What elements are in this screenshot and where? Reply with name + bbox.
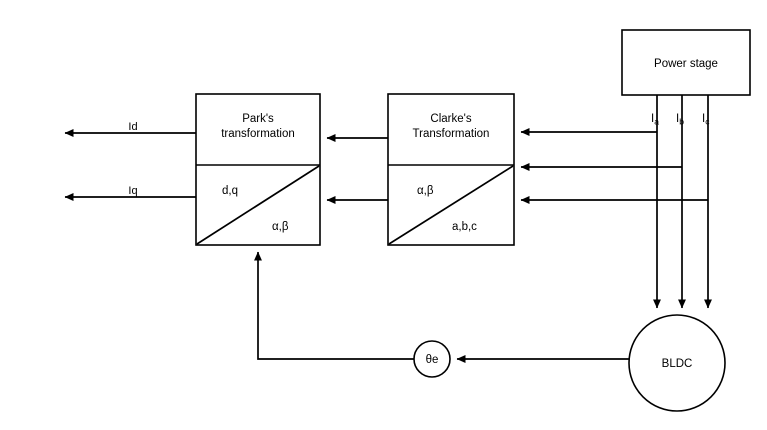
signal-label-iq: Iq (128, 185, 137, 197)
park-diagonal-separator (196, 165, 320, 245)
signal-label-ib: Ib (676, 113, 684, 127)
power-stage-block[interactable] (621, 29, 751, 96)
clarke-transformation-block[interactable] (387, 93, 515, 246)
park-title-line2: transformation (221, 128, 295, 140)
bldc-motor-node[interactable] (628, 314, 726, 412)
bldc-motor-label: BLDC (662, 358, 693, 370)
theta-e-label: θe (426, 354, 439, 366)
wire-theta-e-to-park (254, 251, 414, 360)
clarke-input-domain-label: a,b,c (452, 221, 477, 233)
signal-label-ic: Ic (702, 113, 710, 127)
park-title-line1: Park's (242, 113, 274, 125)
clarke-output-domain-label: α,β (417, 185, 434, 197)
clarke-title-line1: Clarke's (430, 113, 471, 125)
power-stage-label: Power stage (654, 58, 718, 70)
park-input-domain-label: α,β (272, 221, 289, 233)
park-transformation-block[interactable] (195, 93, 321, 246)
park-output-domain-label: d,q (222, 185, 238, 197)
signal-label-ia: Ia (651, 113, 659, 127)
clarke-diagonal-separator (388, 165, 514, 245)
clarke-title-line2: Transformation (413, 128, 490, 140)
signal-label-id: Id (128, 121, 137, 133)
